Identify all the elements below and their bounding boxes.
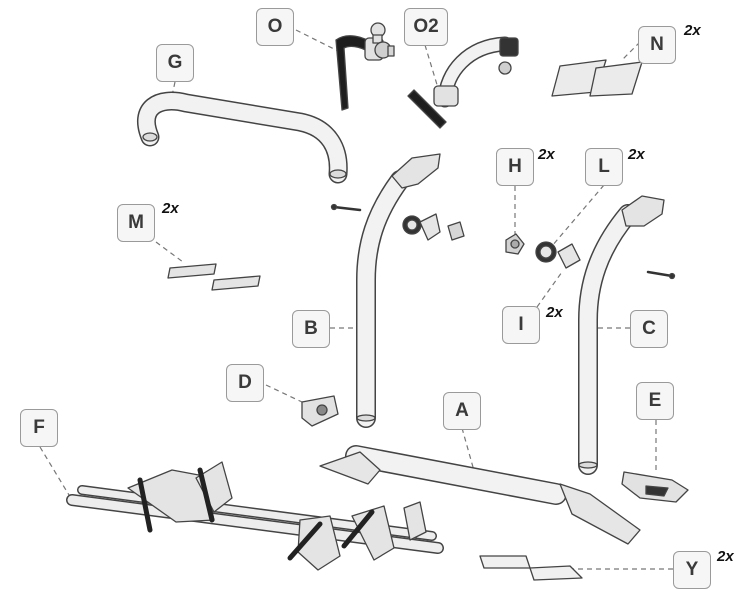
part-label-O2: O2: [404, 8, 448, 46]
qty-L: 2x: [628, 146, 645, 163]
part-label-A: A: [443, 392, 481, 430]
part-label-G: G: [156, 44, 194, 82]
part-label-D: D: [226, 364, 264, 402]
part-label-E: E: [636, 382, 674, 420]
part-label-I: I: [502, 306, 540, 344]
part-label-B: B: [292, 310, 330, 348]
part-label-F: F: [20, 409, 58, 447]
part-label-L: L: [585, 148, 623, 186]
part-label-H: H: [496, 148, 534, 186]
part-label-C: C: [630, 310, 668, 348]
qty-N: 2x: [684, 22, 701, 39]
qty-I: 2x: [546, 304, 563, 321]
leader-lines: [39, 29, 673, 570]
qty-Y: 2x: [717, 548, 734, 565]
part-label-O: O: [256, 8, 294, 46]
qty-M: 2x: [162, 200, 179, 217]
part-label-N: N: [638, 26, 676, 64]
part-label-Y: Y: [673, 551, 711, 589]
qty-H: 2x: [538, 146, 555, 163]
part-label-M: M: [117, 204, 155, 242]
